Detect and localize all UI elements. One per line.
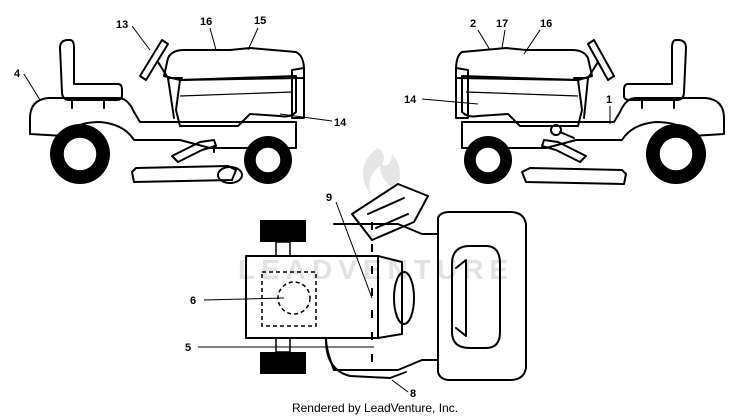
right-dash [455, 47, 593, 81]
callout-14: 14 [404, 94, 417, 106]
left-rear-fender [29, 97, 297, 149]
callout-8: 8 [410, 388, 416, 400]
callout-14: 14 [334, 117, 347, 129]
left-front-wheel [244, 136, 292, 184]
left-rear-wheel [50, 124, 110, 184]
right-hood [455, 67, 583, 127]
callout-9: 9 [326, 192, 332, 204]
callout-15: 15 [254, 15, 266, 27]
callout-17: 17 [496, 18, 508, 30]
watermark-flame-icon [362, 148, 400, 196]
right-side-view: 2 17 16 14 1 [404, 18, 725, 185]
right-mower-deck [521, 124, 627, 185]
top-hood [437, 211, 527, 381]
left-mower-deck [131, 139, 243, 184]
right-callouts: 2 17 16 14 1 [404, 18, 612, 124]
watermark: LEADVENTURE [238, 148, 514, 285]
callout-4: 4 [14, 68, 21, 80]
left-callouts: 4 13 16 15 14 [14, 15, 347, 129]
right-seat [623, 39, 687, 109]
callout-13: 13 [116, 19, 128, 31]
top-pedal [325, 339, 407, 379]
callout-6: 6 [190, 295, 196, 307]
callout-16: 16 [540, 18, 552, 30]
top-callouts: 9 6 5 8 [185, 192, 416, 400]
right-rear-fender [461, 97, 725, 149]
right-rear-wheel [646, 124, 706, 184]
left-hood [175, 67, 305, 127]
right-front-wheel [464, 136, 512, 184]
left-seat [59, 39, 123, 109]
left-dash [163, 47, 305, 81]
top-view: 9 6 5 8 [185, 183, 527, 400]
callout-16: 16 [200, 16, 212, 28]
top-steering [351, 183, 429, 241]
footer-credit: Rendered by LeadVenture, Inc. [291, 401, 459, 415]
callout-2: 2 [470, 18, 476, 30]
callout-5: 5 [185, 342, 191, 354]
callout-1: 1 [606, 94, 612, 106]
top-dash [325, 223, 439, 371]
watermark-text: LEADVENTURE [238, 254, 514, 285]
top-rear-wheels [260, 220, 306, 374]
left-side-view: 4 13 16 15 14 [14, 15, 347, 184]
